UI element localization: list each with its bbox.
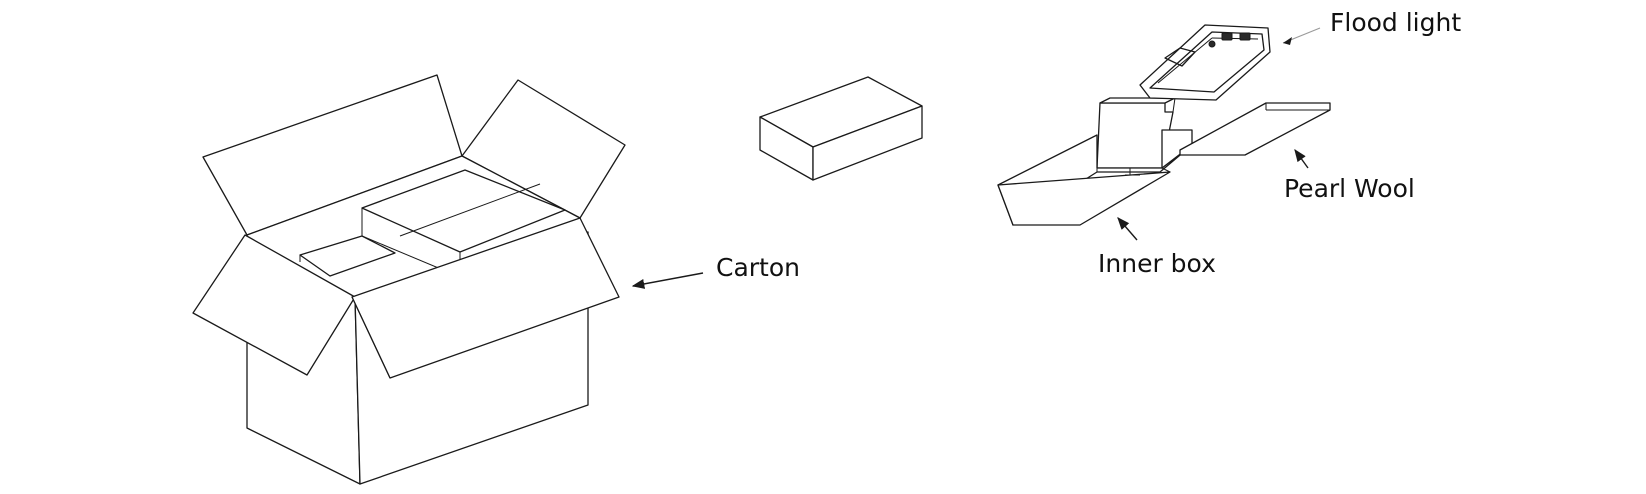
small-box-front xyxy=(812,105,923,181)
pearl-wool-arrow xyxy=(1294,148,1309,169)
carton-inner-box-small xyxy=(299,235,396,277)
flood-light-arrowhead xyxy=(1283,37,1292,45)
inner-box-tray-bottom xyxy=(997,171,1171,226)
flood-light-port-2 xyxy=(1239,32,1251,41)
pearl-wool-sheet xyxy=(1179,102,1331,156)
inner-box-label: Inner box xyxy=(1098,249,1216,278)
pearl-wool-label: Pearl Wool xyxy=(1284,174,1415,203)
flood-light-label: Flood light xyxy=(1330,8,1461,37)
flood-light-illustration xyxy=(1139,24,1271,101)
flood-light-bracket xyxy=(1164,47,1196,67)
carton-illustration xyxy=(192,74,626,485)
pearl-wool-illustration xyxy=(1179,102,1331,156)
flood-light-screw xyxy=(1208,40,1216,48)
inner-box-arrow xyxy=(1117,217,1138,241)
flood-light-lens xyxy=(1149,31,1265,93)
inner-box-open-illustration xyxy=(997,97,1193,226)
inner-box-closed-illustration xyxy=(759,76,923,181)
carton-inner-box-top xyxy=(361,169,566,253)
carton-arrow xyxy=(631,272,704,289)
carton-label: Carton xyxy=(716,253,800,282)
flood-light-port-1 xyxy=(1221,32,1233,41)
